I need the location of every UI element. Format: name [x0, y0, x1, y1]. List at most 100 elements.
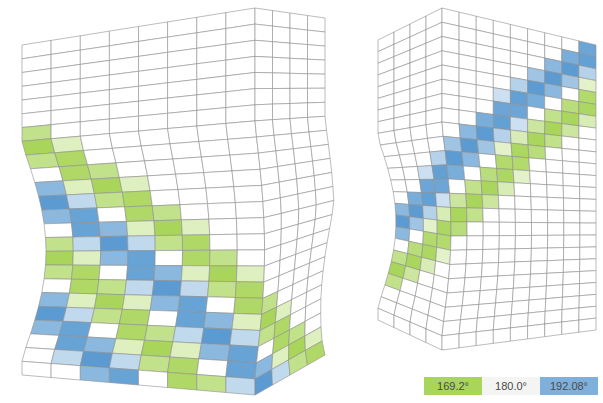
tile [230, 153, 260, 171]
tile [528, 299, 546, 313]
tile [255, 73, 273, 89]
tile [547, 248, 563, 261]
tile [139, 113, 168, 131]
tile [155, 235, 183, 250]
tile [564, 247, 580, 260]
tile [308, 16, 326, 33]
tile [226, 377, 255, 395]
tile [450, 250, 467, 265]
tile [528, 106, 545, 121]
tile [42, 279, 72, 293]
tile [46, 237, 74, 251]
tile [477, 303, 495, 318]
tile [564, 235, 580, 248]
tile [459, 332, 476, 348]
tile [405, 180, 421, 193]
tile [462, 152, 480, 167]
tile [579, 283, 596, 296]
tile [204, 312, 234, 329]
tile [255, 89, 273, 105]
tile [562, 308, 579, 322]
tile [445, 292, 463, 308]
tile [451, 236, 468, 250]
tile [579, 294, 596, 308]
tile [154, 266, 182, 281]
tile [444, 306, 463, 322]
tile [403, 167, 420, 180]
tile [515, 248, 532, 262]
tile [80, 351, 112, 368]
tile [226, 361, 257, 379]
tile [116, 161, 148, 178]
tile [273, 57, 291, 73]
tile [410, 125, 428, 141]
tile [97, 207, 127, 222]
tile [548, 235, 564, 248]
tile [530, 273, 547, 287]
tile [466, 194, 483, 208]
tile [580, 199, 596, 212]
tile [84, 148, 117, 165]
tile [55, 151, 88, 167]
tile [564, 198, 580, 211]
tile [579, 162, 596, 175]
tile [426, 122, 443, 138]
tile [449, 264, 466, 279]
tile [529, 158, 546, 172]
tile [421, 193, 436, 207]
tile [528, 145, 546, 159]
tile [273, 11, 291, 29]
tile [579, 318, 596, 332]
tile [463, 166, 481, 181]
tile [44, 223, 73, 238]
tile [562, 148, 579, 162]
tile [139, 355, 171, 372]
tile [378, 308, 394, 327]
tile [128, 251, 156, 266]
tile [562, 136, 579, 150]
tile [290, 58, 308, 74]
tile [235, 282, 263, 299]
tile [59, 321, 91, 337]
tile [461, 304, 479, 319]
tile [495, 155, 513, 170]
tile [44, 265, 73, 279]
tile [482, 249, 499, 263]
tile [499, 209, 515, 223]
tile [460, 138, 478, 153]
tile [197, 375, 226, 393]
tile [22, 361, 51, 377]
tile [255, 8, 273, 26]
tile [208, 281, 237, 297]
tile [442, 94, 459, 111]
tile [434, 179, 450, 193]
legend-label: 180.0° [495, 380, 527, 392]
tile [510, 104, 527, 120]
tile [448, 179, 466, 194]
tile [69, 208, 99, 223]
tile [393, 192, 409, 205]
tile [493, 128, 511, 143]
tile [170, 142, 201, 160]
tile [467, 236, 484, 250]
tile [562, 124, 579, 138]
tile [180, 204, 209, 220]
tile [168, 126, 199, 144]
tile [148, 174, 179, 191]
tile [197, 359, 228, 377]
legend-label: 192.08° [550, 380, 588, 392]
tile [528, 324, 545, 339]
tile [459, 110, 476, 126]
tile [442, 320, 461, 336]
tile [152, 205, 181, 221]
tile [199, 139, 230, 157]
tile [545, 297, 562, 311]
tile [309, 130, 328, 146]
tile [72, 265, 101, 280]
tile [437, 207, 451, 222]
tile [272, 360, 290, 385]
tile [579, 174, 596, 187]
tile [531, 261, 548, 275]
tile [510, 130, 528, 145]
tile [545, 121, 562, 136]
